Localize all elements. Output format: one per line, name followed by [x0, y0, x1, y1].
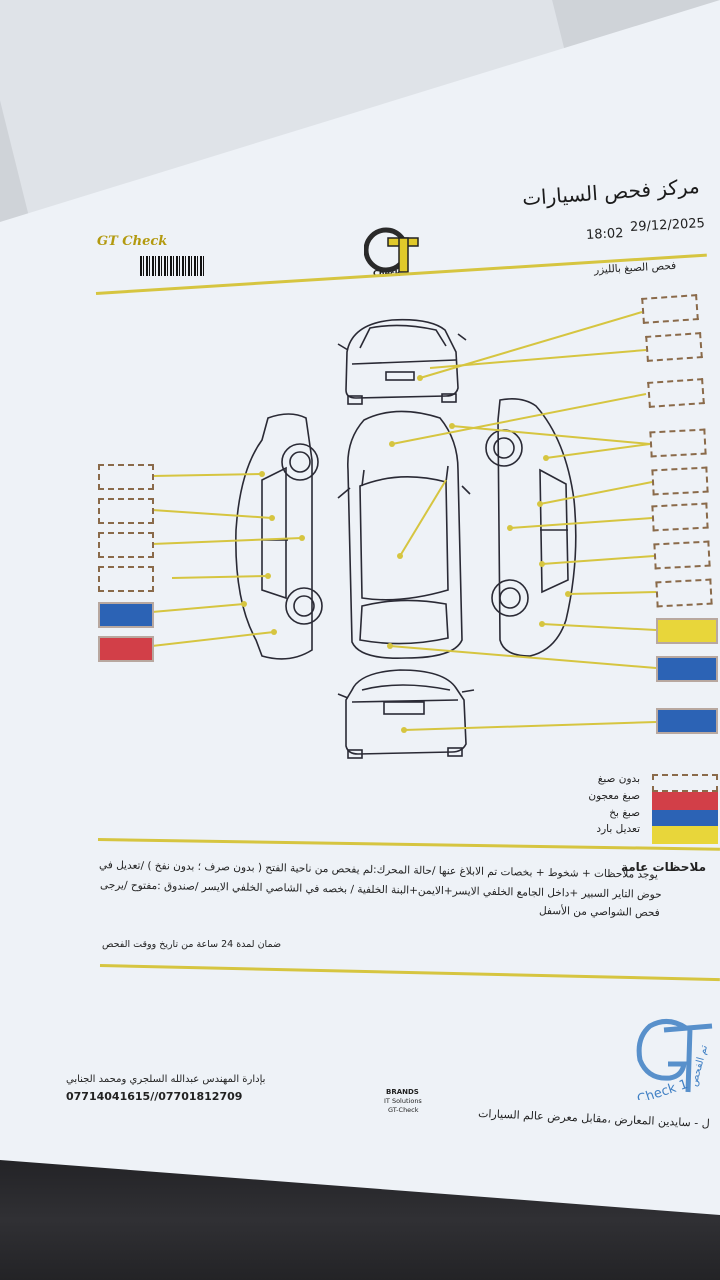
- notes-line-3: فحص الشواصي من الأسفل: [539, 904, 661, 920]
- panel-status-box: [641, 294, 699, 324]
- legend-label-cold: تعديل بارد: [596, 823, 640, 835]
- barcode: [140, 256, 206, 276]
- panel-status-box: [656, 618, 718, 644]
- brands-title: BRANDS: [386, 1088, 419, 1096]
- panel-status-box: [653, 540, 711, 570]
- warranty-note: ضمان لمدة 24 ساعة من تاريخ ووقت الفحص: [102, 939, 282, 950]
- panel-status-box: [98, 498, 154, 524]
- svg-text:تم الفحص: تم الفحص: [689, 1044, 711, 1088]
- panel-status-box: [651, 466, 709, 496]
- gt-check-logo-text: GT Check: [97, 234, 168, 249]
- brands-line-1: IT Solutions: [384, 1097, 422, 1105]
- legend-swatch-spray: [652, 810, 718, 828]
- panel-status-box: [656, 708, 718, 734]
- contact-phones: 07714041615//07701812709: [66, 1090, 243, 1103]
- notes-title: ملاحظات عامة: [620, 860, 706, 874]
- car-top-view: [337, 410, 471, 659]
- panel-status-box: [98, 464, 154, 490]
- legend-swatch-putty: [652, 792, 718, 810]
- panel-status-box: [645, 332, 703, 362]
- legend-swatch-none: [652, 774, 718, 792]
- legend-swatch-cold: [652, 826, 718, 844]
- panel-status-box: [98, 566, 154, 592]
- gt-check-stamp: Check 1 تم الفحص: [635, 1019, 713, 1100]
- car-rear-view: [337, 669, 475, 759]
- car-right-side-view: [485, 398, 577, 657]
- panel-status-box: [649, 428, 707, 458]
- legend-label-spray: صبغ بخ: [609, 807, 640, 819]
- car-left-side-view: [235, 413, 323, 660]
- management-names: بإدارة المهندس عبدالله السلجري ومحمد الج…: [66, 1074, 266, 1085]
- panel-status-box: [647, 378, 705, 408]
- panel-status-box: [98, 532, 154, 558]
- panel-status-box: [98, 636, 154, 662]
- panel-status-box: [98, 602, 154, 628]
- panel-status-box: [655, 578, 713, 608]
- legend-label-putty: صبغ معجون: [588, 790, 640, 802]
- legend-label-none: بدون صبغ: [597, 773, 640, 785]
- car-front-view: [337, 318, 467, 405]
- panel-status-box: [651, 502, 709, 532]
- brands-line-2: GT-Check: [388, 1106, 419, 1114]
- panel-status-box: [656, 656, 718, 682]
